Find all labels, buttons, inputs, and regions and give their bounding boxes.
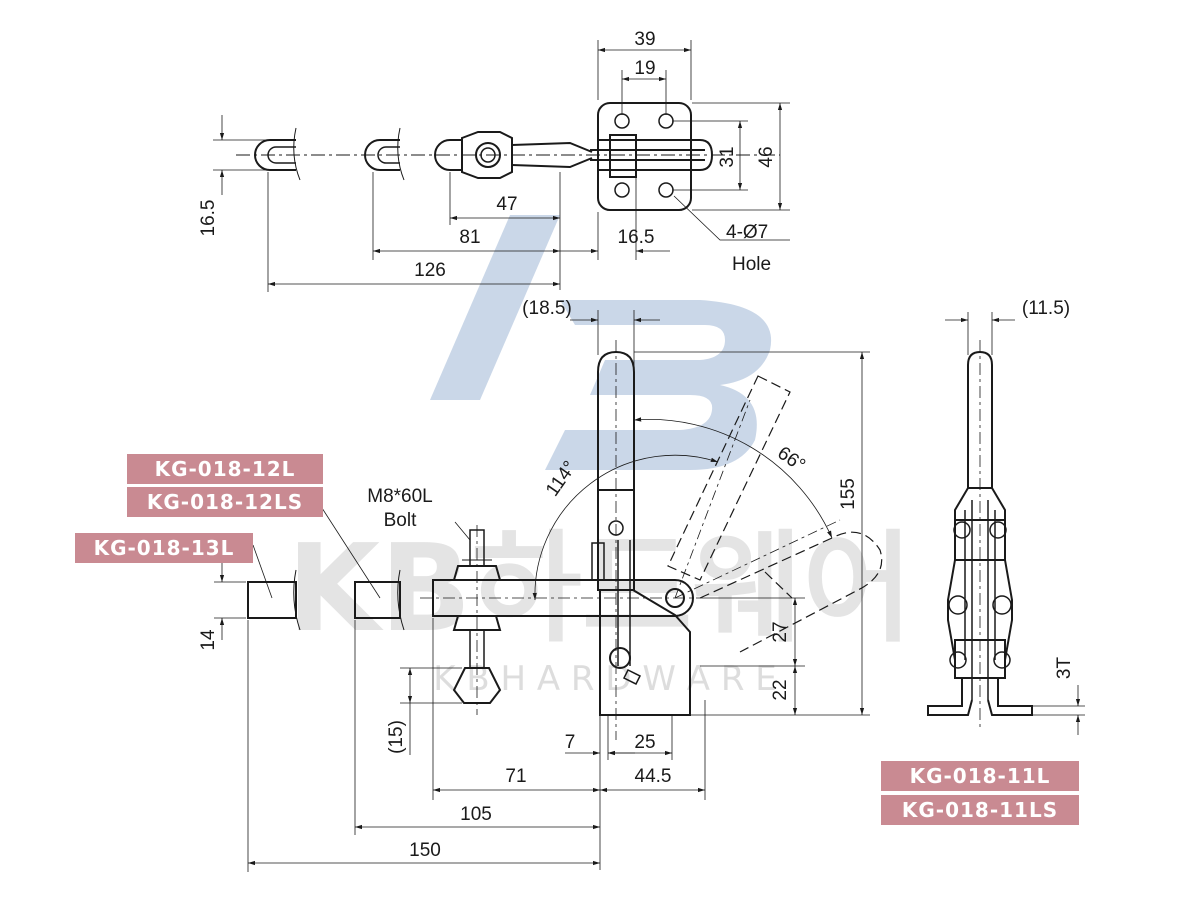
dim-18-5: (18.5) xyxy=(522,298,572,319)
top-view xyxy=(213,40,790,292)
dim-11-5: (11.5) xyxy=(1022,298,1070,319)
dim-150: 150 xyxy=(409,840,441,861)
bolt-spec: M8*60L xyxy=(367,486,433,507)
dim-3t: 3T xyxy=(1054,657,1075,680)
dim-22: 22 xyxy=(770,679,791,700)
bolt-word: Bolt xyxy=(384,510,417,531)
watermark-english: K B H A R D W A R E xyxy=(433,659,777,699)
front-view xyxy=(214,310,883,872)
side-view xyxy=(927,312,1085,735)
badge-kg-018-11l: KG-018-11L xyxy=(881,761,1079,791)
angle-66: 66° xyxy=(773,443,809,477)
dim-39: 39 xyxy=(634,29,655,50)
dim-155: 155 xyxy=(838,478,859,510)
badge-kg-018-13l: KG-018-13L xyxy=(75,533,253,563)
dim-19: 19 xyxy=(634,58,655,79)
dim-16-5-left: 16.5 xyxy=(198,200,219,237)
badge-kg-018-11ls: KG-018-11LS xyxy=(881,795,1079,825)
dim-71: 71 xyxy=(505,766,526,787)
hole-word: Hole xyxy=(732,254,771,275)
dim-7: 7 xyxy=(565,732,576,753)
dim-81: 81 xyxy=(459,227,480,248)
dim-16-5: 16.5 xyxy=(618,227,655,248)
badge-kg-018-12l: KG-018-12L xyxy=(127,454,323,484)
dim-44-5: 44.5 xyxy=(635,766,672,787)
dimension-labels: 39 19 46 31 16.5 47 81 126 16.5 4-Ø7 Hol… xyxy=(198,29,1075,861)
dim-31: 31 xyxy=(717,146,738,167)
dim-126: 126 xyxy=(414,260,446,281)
dim-105: 105 xyxy=(460,804,492,825)
badge-kg-018-12ls: KG-018-12LS xyxy=(127,487,323,517)
dim-46: 46 xyxy=(756,146,777,167)
dim-27: 27 xyxy=(770,621,791,642)
dim-15: (15) xyxy=(386,720,407,754)
hole-spec: 4-Ø7 xyxy=(726,222,768,243)
dim-14: 14 xyxy=(198,629,219,651)
dim-47: 47 xyxy=(496,194,517,215)
dim-25: 25 xyxy=(634,732,655,753)
